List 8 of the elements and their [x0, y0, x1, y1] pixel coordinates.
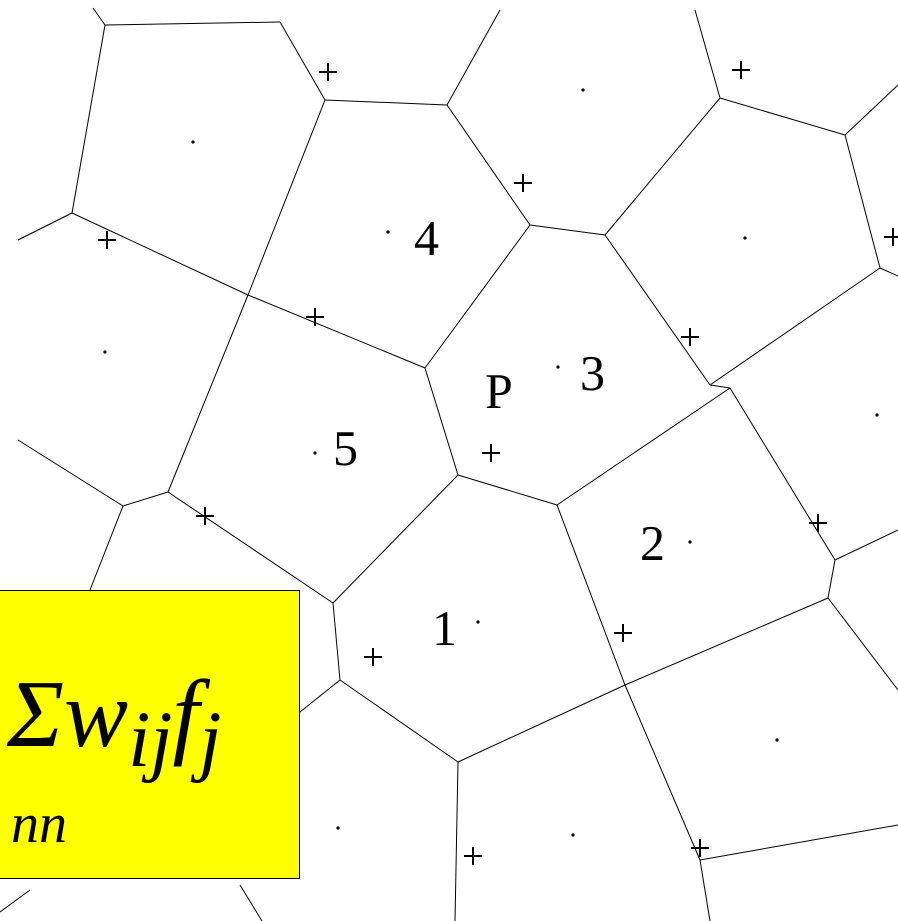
formula: Σw$_{ij}$f$_{j}$: [7, 666, 222, 780]
cell-number: 5: [333, 423, 358, 473]
point-label: P: [485, 366, 513, 416]
cell-number: 4: [414, 213, 439, 263]
cell-number: 1: [432, 603, 457, 653]
formula-subscript: nn: [11, 796, 67, 852]
cell-number: 2: [640, 518, 665, 568]
cell-number: 3: [580, 348, 605, 398]
